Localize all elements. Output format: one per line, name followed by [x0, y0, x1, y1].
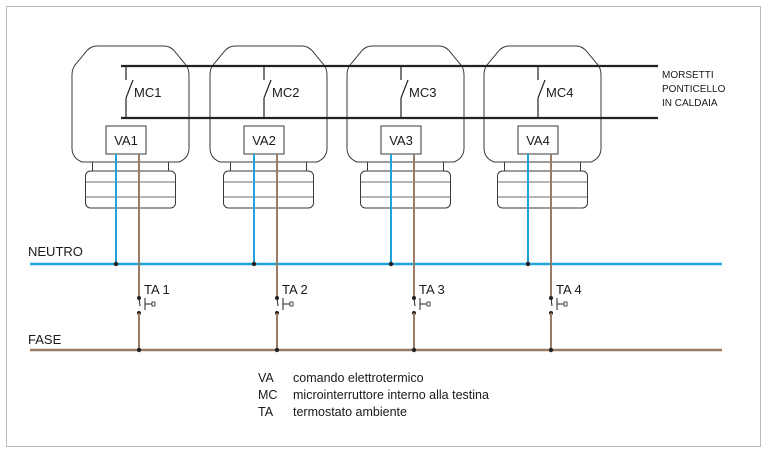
mc-label: MC1 — [134, 85, 161, 100]
ta-label: TA 2 — [282, 282, 308, 297]
mc-label: MC4 — [546, 85, 573, 100]
thermo-heads — [71, 45, 602, 209]
ta-contact — [138, 297, 141, 307]
phase-label: FASE — [28, 332, 62, 347]
neutral-label: NEUTRO — [28, 244, 83, 259]
legend-text-mc: microinterruttore interno alla testina — [293, 388, 489, 402]
head-flange — [504, 161, 581, 172]
ta-label: TA 4 — [556, 282, 582, 297]
head-nut — [360, 170, 451, 209]
legend-code-ta: TA — [258, 405, 274, 419]
ta-label: TA 3 — [419, 282, 445, 297]
thermo-head-2 — [209, 45, 328, 209]
bus-label-line-3: IN CALDAIA — [662, 98, 718, 109]
mc-contact — [537, 79, 546, 99]
head-flange — [230, 161, 307, 172]
mc-contact — [263, 79, 272, 99]
neutral-junction — [388, 261, 394, 267]
ta-contact — [550, 297, 553, 307]
va-box — [517, 125, 559, 155]
head-nut — [223, 170, 314, 209]
va-label: VA3 — [389, 133, 413, 148]
legend-text-va: comando elettrotermico — [293, 371, 424, 385]
head-body — [71, 45, 190, 163]
mc-label: MC3 — [409, 85, 436, 100]
legend-text-ta: termostato ambiente — [293, 405, 407, 419]
va-label: VA2 — [252, 133, 276, 148]
labels: MORSETTI PONTICELLO IN CALDAIA NEUTRO FA… — [28, 70, 726, 419]
head-flange — [92, 161, 169, 172]
legend-code-mc: MC — [258, 388, 277, 402]
va-label: VA1 — [114, 133, 138, 148]
ta-contact — [276, 297, 279, 307]
thermo-head-4 — [483, 45, 602, 209]
head-nut — [85, 170, 176, 209]
phase-junction — [548, 347, 554, 353]
phase-junction — [136, 347, 142, 353]
thermo-head-3 — [346, 45, 465, 209]
head-flange — [367, 161, 444, 172]
mc-label: MC2 — [272, 85, 299, 100]
legend-code-va: VA — [258, 371, 274, 385]
va-box — [380, 125, 422, 155]
wires — [30, 64, 722, 353]
ta-actuator-end — [151, 301, 156, 307]
bus-label-line-2: PONTICELLO — [662, 84, 726, 95]
neutral-junction — [251, 261, 257, 267]
ta-actuator-end — [289, 301, 294, 307]
va-box — [105, 125, 147, 155]
thermo-head-1 — [71, 45, 190, 209]
ta-label: TA 1 — [144, 282, 170, 297]
ta-contact — [413, 297, 416, 307]
diagram-frame — [6, 6, 761, 447]
neutral-junction — [525, 261, 531, 267]
bus-label-line-1: MORSETTI — [662, 70, 714, 81]
phase-junction — [411, 347, 417, 353]
va-label: VA4 — [526, 133, 550, 148]
va-box — [243, 125, 285, 155]
ta-actuator-end — [563, 301, 568, 307]
neutral-junction — [113, 261, 119, 267]
mc-contact — [125, 79, 134, 99]
mc-contact — [400, 79, 409, 99]
ta-actuator-end — [426, 301, 431, 307]
phase-junction — [274, 347, 280, 353]
head-nut — [497, 170, 588, 209]
